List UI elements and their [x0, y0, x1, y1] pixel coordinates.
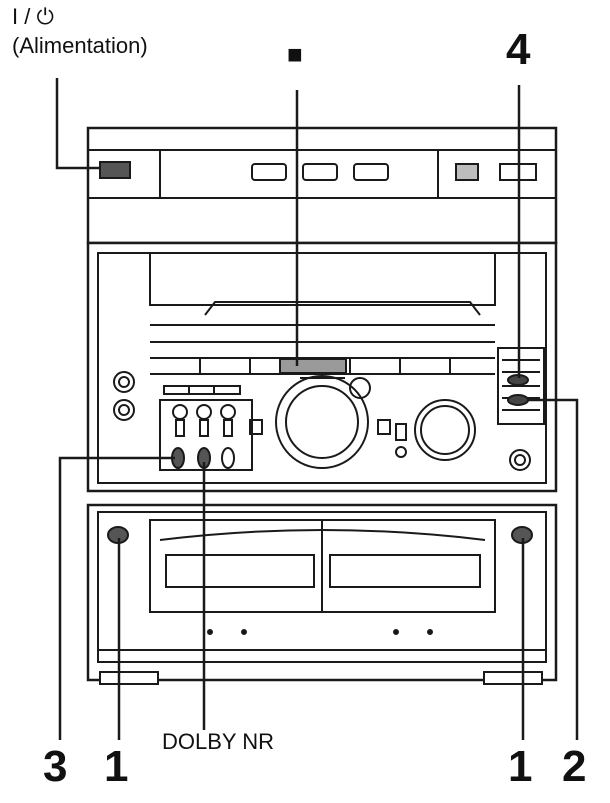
cd-unit — [86, 126, 558, 245]
jog-dial[interactable] — [275, 375, 369, 469]
disc-button-2[interactable] — [302, 163, 338, 181]
stop-button[interactable] — [279, 358, 347, 374]
power-symbol-label: I / ⏻ — [12, 4, 54, 29]
right-round-button[interactable] — [509, 449, 531, 471]
callout-lines — [55, 78, 579, 740]
headphone-jack — [113, 371, 135, 393]
amplifier-unit — [86, 241, 558, 493]
callout-1-right-label: 1 — [508, 742, 533, 791]
disc-button-1[interactable] — [251, 163, 287, 181]
mic-jack — [113, 399, 135, 421]
cd-button-a[interactable] — [455, 163, 479, 181]
callout-2-line — [528, 398, 579, 740]
callout-1-left-label: 1 — [104, 742, 129, 791]
stop-symbol-label: ■ — [287, 39, 303, 69]
power-callout-line — [55, 78, 100, 170]
dolby-nr-label: DOLBY NR — [162, 729, 275, 754]
power-button[interactable] — [99, 161, 131, 179]
tape-unit — [86, 503, 558, 685]
disc-button-3[interactable] — [353, 163, 389, 181]
callout-3-line — [58, 456, 175, 740]
callout-4-label: 4 — [506, 25, 531, 74]
callout-3-label: 3 — [43, 742, 68, 791]
callout-2-label: 2 — [562, 742, 587, 791]
power-text-label: (Alimentation) — [12, 33, 148, 58]
control-2-button[interactable] — [507, 394, 529, 406]
volume-knob[interactable] — [414, 399, 476, 461]
panel-button[interactable] — [221, 447, 235, 469]
